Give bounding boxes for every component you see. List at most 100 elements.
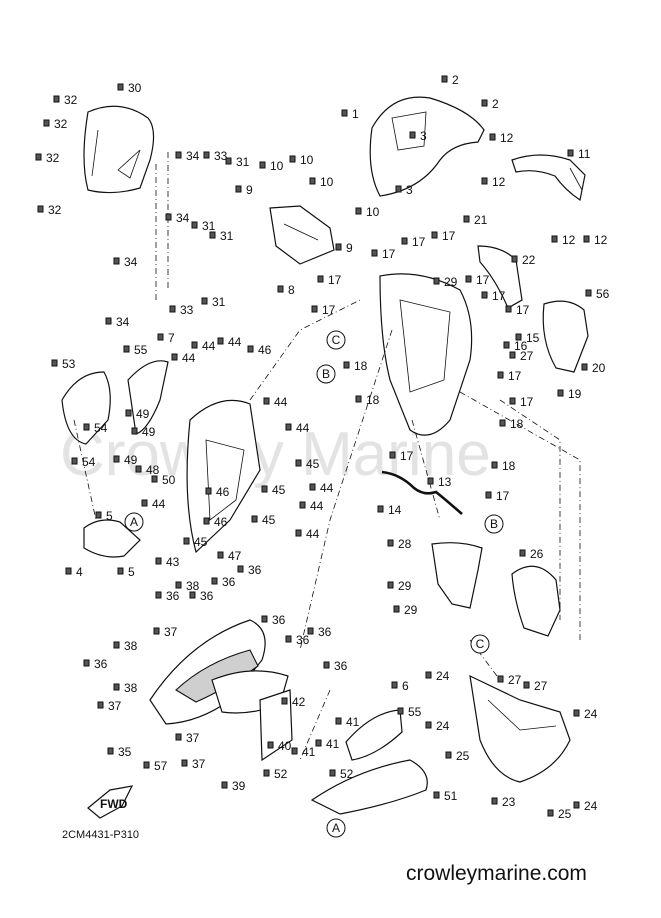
part-number-29: 29: [444, 275, 458, 289]
part-number-31: 31: [236, 155, 250, 169]
part-number-32: 32: [54, 117, 68, 131]
svg-text:FWD: FWD: [100, 797, 128, 811]
fastener-icon: [183, 537, 190, 545]
part-number-36: 36: [248, 563, 262, 577]
trim-panel-part: [345, 709, 403, 761]
fastener-icon: [509, 397, 516, 405]
fastener-icon: [499, 419, 506, 427]
fastener-icon: [341, 109, 348, 117]
fastener-icon: [175, 581, 182, 589]
fastener-icon: [113, 455, 120, 463]
part-number-10: 10: [270, 159, 284, 173]
part-number-12: 12: [492, 175, 506, 189]
part-number-41: 41: [326, 737, 340, 751]
fastener-icon: [465, 275, 472, 283]
fastener-icon: [251, 515, 258, 523]
part-number-23: 23: [502, 795, 516, 809]
fastener-icon: [263, 769, 270, 777]
part-number-10: 10: [300, 153, 314, 167]
part-number-36: 36: [296, 633, 310, 647]
fastener-icon: [217, 337, 224, 345]
part-number-17: 17: [382, 247, 396, 261]
part-number-19: 19: [568, 387, 582, 401]
fastener-icon: [117, 567, 124, 575]
part-number-45: 45: [306, 457, 320, 471]
part-number-27: 27: [520, 349, 534, 363]
fastener-icon: [395, 185, 402, 193]
part-number-32: 32: [46, 151, 60, 165]
part-number-20: 20: [592, 361, 606, 375]
part-number-18: 18: [366, 393, 380, 407]
fastener-icon: [573, 709, 580, 717]
part-number-51: 51: [444, 789, 458, 803]
part-number-52: 52: [274, 767, 288, 781]
part-number-3: 3: [420, 129, 427, 143]
part-number-28: 28: [398, 537, 412, 551]
part-number-44: 44: [202, 339, 216, 353]
fastener-icon: [175, 151, 182, 159]
mirror-bracket-part: [511, 154, 586, 201]
part-number-27: 27: [508, 673, 522, 687]
part-number-4: 4: [76, 565, 83, 579]
lower-trim-part: [83, 519, 141, 558]
part-number-34: 34: [176, 211, 190, 225]
part-number-41: 41: [302, 745, 316, 759]
part-number-55: 55: [408, 705, 422, 719]
part-number-40: 40: [278, 739, 292, 753]
part-number-44: 44: [152, 497, 166, 511]
fastener-icon: [175, 733, 182, 741]
fastener-icon: [189, 591, 196, 599]
part-number-17: 17: [322, 303, 336, 317]
part-number-17: 17: [508, 369, 522, 383]
fastener-icon: [143, 761, 150, 769]
part-number-9: 9: [246, 183, 253, 197]
part-number-41: 41: [346, 715, 360, 729]
part-number-44: 44: [228, 335, 242, 349]
part-number-49: 49: [124, 453, 138, 467]
part-number-10: 10: [366, 205, 380, 219]
fastener-icon: [295, 529, 302, 537]
part-number-49: 49: [136, 407, 150, 421]
part-number-45: 45: [194, 535, 208, 549]
fastener-icon: [307, 627, 314, 635]
fastener-icon: [503, 341, 510, 349]
part-number-50: 50: [162, 473, 176, 487]
fastener-icon: [583, 235, 590, 243]
part-number-17: 17: [442, 229, 456, 243]
fastener-icon: [315, 739, 322, 747]
fastener-icon: [355, 207, 362, 215]
part-number-25: 25: [558, 807, 572, 821]
part-number-29: 29: [398, 579, 412, 593]
part-number-17: 17: [328, 273, 342, 287]
part-number-37: 37: [164, 625, 178, 639]
part-number-46: 46: [216, 485, 230, 499]
fastener-icon: [355, 395, 362, 403]
fastener-icon: [371, 249, 378, 257]
part-number-16: 16: [514, 339, 528, 353]
inner-panel-part: [379, 273, 473, 436]
part-number-11: 11: [578, 147, 591, 161]
fastener-icon: [491, 797, 498, 805]
part-number-52: 52: [340, 767, 354, 781]
fastener-icon: [489, 133, 496, 141]
front-fairing-part: [149, 619, 266, 725]
fastener-icon: [123, 345, 130, 353]
fastener-icon: [53, 95, 60, 103]
part-number-54: 54: [82, 455, 96, 469]
meter-bracket-part: [269, 205, 335, 265]
svg-text:B: B: [322, 367, 330, 381]
fastener-icon: [285, 423, 292, 431]
fastener-icon: [225, 157, 232, 165]
part-number-44: 44: [274, 395, 288, 409]
part-number-36: 36: [272, 613, 286, 627]
fastener-icon: [551, 235, 558, 243]
fastener-icon: [309, 177, 316, 185]
fastener-icon: [387, 581, 394, 589]
left-cover-part: [61, 371, 111, 445]
part-number-2: 2: [452, 73, 459, 87]
part-number-44: 44: [296, 421, 310, 435]
part-number-38: 38: [124, 681, 138, 695]
part-number-17: 17: [412, 235, 426, 249]
